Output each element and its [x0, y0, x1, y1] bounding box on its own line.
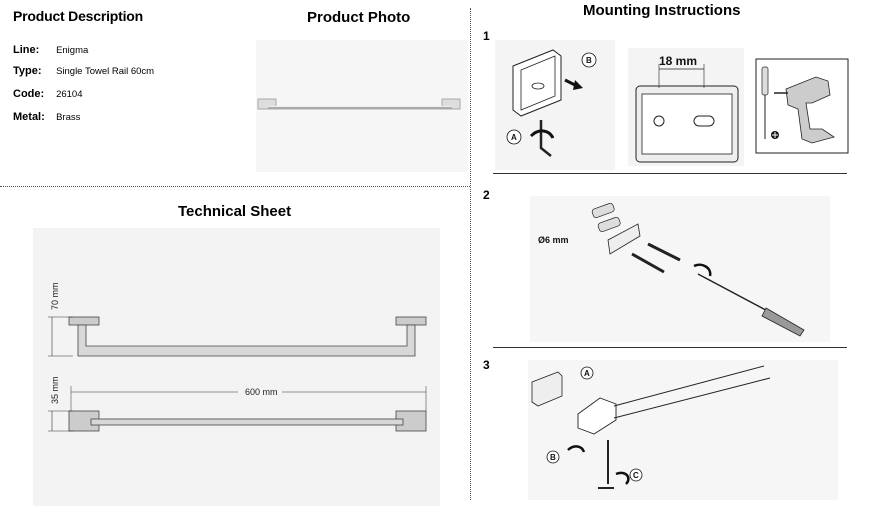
- step1-bracket-illustration: A B: [495, 40, 615, 170]
- horizontal-divider: [0, 186, 470, 187]
- product-description-heading: Product Description: [13, 8, 143, 24]
- length-dimension: 600 mm: [245, 387, 278, 397]
- bracket-spacing-label: 18 mm: [659, 54, 697, 68]
- step-divider: [493, 347, 847, 348]
- step1-spacing-illustration: 18 mm: [628, 48, 744, 166]
- depth-dimension: 35 mm: [50, 376, 60, 404]
- spec-key: Line:: [13, 44, 40, 56]
- vertical-divider: [470, 8, 471, 500]
- marker-b: B: [586, 56, 592, 65]
- technical-sheet-heading: Technical Sheet: [178, 203, 292, 220]
- marker-a: A: [511, 133, 517, 142]
- marker-b: B: [550, 453, 556, 462]
- spec-value: Enigma: [56, 45, 89, 56]
- step3-assembly-illustration: A B C: [528, 360, 838, 500]
- step-number: 1: [483, 29, 490, 43]
- spec-value: Single Towel Rail 60cm: [56, 66, 155, 77]
- step-number: 2: [483, 188, 490, 202]
- spec-key: Metal:: [13, 111, 45, 123]
- spec-line: Line: Enigma: [13, 44, 88, 56]
- spec-key: Type:: [13, 65, 42, 77]
- towel-rail-photo: [257, 98, 461, 110]
- spec-value: 26104: [56, 89, 83, 100]
- marker-a: A: [584, 369, 590, 378]
- mounting-instructions-heading: Mounting Instructions: [583, 2, 741, 19]
- height-dimension: 70 mm: [50, 282, 60, 310]
- product-photo-heading: Product Photo: [307, 9, 411, 26]
- spec-metal: Metal: Brass: [13, 111, 80, 123]
- technical-drawing-svg: 70 mm 35 mm 600 mm: [48, 282, 427, 432]
- step2-anchor-illustration: Ø6 mm: [530, 196, 830, 342]
- spec-code: Code: 26104: [13, 88, 82, 100]
- product-photo: [256, 40, 468, 172]
- step-divider: [493, 173, 847, 174]
- spec-key: Code:: [13, 88, 45, 100]
- marker-c: C: [633, 471, 639, 480]
- drill-diameter-label: Ø6 mm: [538, 235, 569, 245]
- spec-type: Type: Single Towel Rail 60cm: [13, 65, 154, 77]
- technical-drawing: 70 mm 35 mm 600 mm: [33, 228, 440, 506]
- step1-tools-illustration: [755, 58, 849, 154]
- spec-value: Brass: [56, 112, 81, 123]
- step-number: 3: [483, 358, 490, 372]
